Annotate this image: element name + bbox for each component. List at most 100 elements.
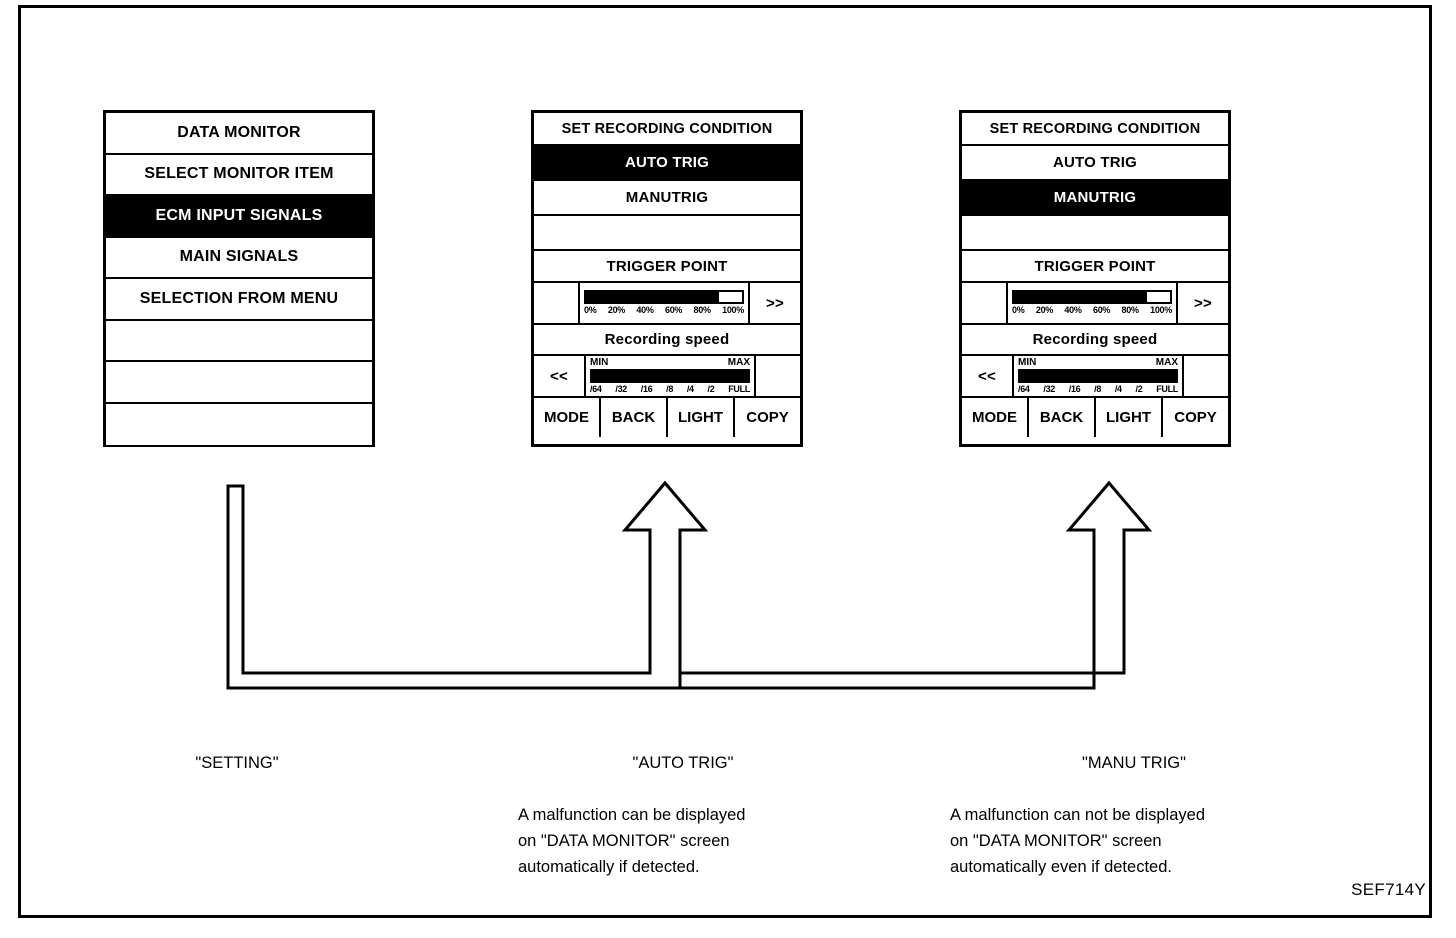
- panel-set-recording-condition-manu: SET RECORDING CONDITION AUTO TRIG MANUTR…: [959, 110, 1231, 447]
- trigger-point-row: 0% 20% 40% 60% 80% 100% >>: [962, 283, 1228, 325]
- trigger-point-label: TRIGGER POINT: [606, 257, 728, 275]
- trigger-point-next-button[interactable]: >>: [1176, 283, 1228, 323]
- trigger-point-next-button[interactable]: >>: [748, 283, 800, 323]
- figure-outer-frame: [18, 5, 1432, 918]
- menu-row-empty-1[interactable]: [106, 320, 372, 362]
- softkey-back[interactable]: BACK: [601, 398, 668, 437]
- recording-speed-track[interactable]: [590, 369, 750, 383]
- option-empty[interactable]: [962, 216, 1228, 251]
- menu-row-label: DATA MONITOR: [177, 123, 301, 141]
- trigger-point-ticks: 0% 20% 40% 60% 80% 100%: [584, 305, 744, 316]
- option-manu-trig[interactable]: MANUTRIG: [534, 181, 800, 216]
- tick-label: 0%: [1012, 305, 1025, 315]
- prev-icon: <<: [550, 367, 568, 385]
- softkey-light[interactable]: LIGHT: [668, 398, 735, 437]
- trigger-point-row: 0% 20% 40% 60% 80% 100% >>: [534, 283, 800, 325]
- max-label: MAX: [1155, 357, 1178, 368]
- tick-label: /4: [686, 384, 694, 394]
- panel-title: SET RECORDING CONDITION: [989, 120, 1201, 137]
- recording-speed-fill: [592, 371, 748, 381]
- menu-row-data-monitor[interactable]: DATA MONITOR: [106, 113, 372, 155]
- option-auto-trig[interactable]: AUTO TRIG: [534, 146, 800, 181]
- panel-title-bar: SET RECORDING CONDITION: [534, 113, 800, 146]
- next-icon: >>: [766, 294, 784, 312]
- recording-speed-right-pad: [754, 356, 800, 396]
- trigger-point-header: TRIGGER POINT: [534, 251, 800, 283]
- max-label: MAX: [727, 357, 750, 368]
- option-label: MANUTRIG: [1053, 189, 1137, 206]
- recording-speed-slider[interactable]: MIN MAX /64 /32 /16 /8 /4 /2 FULL: [586, 356, 754, 396]
- tick-label: 100%: [1150, 305, 1172, 315]
- tick-label: 40%: [1064, 305, 1082, 315]
- menu-row-empty-3[interactable]: [106, 403, 372, 445]
- option-label: AUTO TRIG: [624, 154, 710, 171]
- recording-speed-label: Recording speed: [604, 331, 730, 348]
- trigger-point-slider[interactable]: 0% 20% 40% 60% 80% 100%: [1008, 283, 1176, 323]
- option-label: MANUTRIG: [625, 189, 709, 206]
- tick-label: /32: [615, 384, 628, 394]
- softkey-light[interactable]: LIGHT: [1096, 398, 1163, 437]
- option-manu-trig[interactable]: MANUTRIG: [962, 181, 1228, 216]
- panel-title-bar: SET RECORDING CONDITION: [962, 113, 1228, 146]
- tick-label: /64: [1018, 384, 1030, 394]
- softkey-mode[interactable]: MODE: [534, 398, 601, 437]
- trigger-point-left-pad: [534, 283, 580, 323]
- recording-speed-endpoints: MIN MAX: [590, 357, 750, 368]
- trigger-point-left-pad: [962, 283, 1008, 323]
- tick-label: 60%: [1092, 305, 1111, 315]
- menu-row-main-signals[interactable]: MAIN SIGNALS: [106, 237, 372, 279]
- softkey-copy[interactable]: COPY: [1174, 409, 1217, 426]
- tick-label: 80%: [693, 305, 711, 315]
- tick-label: 20%: [1035, 305, 1053, 315]
- trigger-point-fill: [1014, 292, 1147, 302]
- softkey-copy[interactable]: COPY: [746, 409, 789, 426]
- recording-speed-row: << MIN MAX /64 /32 /16 /8 /4 /2 FULL: [534, 356, 800, 398]
- recording-speed-ticks: /64 /32 /16 /8 /4 /2 FULL: [1018, 384, 1178, 395]
- panel-title: SET RECORDING CONDITION: [561, 120, 773, 137]
- panel-data-monitor: DATA MONITOR SELECT MONITOR ITEM ECM INP…: [103, 110, 375, 447]
- next-icon: >>: [1194, 294, 1212, 312]
- menu-row-label: SELECTION FROM MENU: [139, 289, 339, 307]
- softkey-row: MODE BACK LIGHT COPY: [534, 398, 800, 437]
- recording-speed-header: Recording speed: [962, 325, 1228, 356]
- menu-row-label: ECM INPUT SIGNALS: [155, 206, 323, 224]
- trigger-point-slider[interactable]: 0% 20% 40% 60% 80% 100%: [580, 283, 748, 323]
- tick-label: FULL: [728, 384, 750, 394]
- trigger-point-track[interactable]: [1012, 290, 1172, 304]
- tick-label: FULL: [1156, 384, 1178, 394]
- recording-speed-track[interactable]: [1018, 369, 1178, 383]
- tick-label: 0%: [584, 305, 597, 315]
- softkey-mode[interactable]: MODE: [962, 398, 1029, 437]
- tick-label: /64: [590, 384, 602, 394]
- recording-speed-header: Recording speed: [534, 325, 800, 356]
- figure-reference-code: SEF714Y: [1351, 880, 1426, 899]
- softkey-back[interactable]: BACK: [1029, 398, 1096, 437]
- tick-label: 80%: [1121, 305, 1139, 315]
- trigger-point-fill: [586, 292, 719, 302]
- menu-row-select-monitor-item[interactable]: SELECT MONITOR ITEM: [106, 154, 372, 196]
- caption-heading: "AUTO TRIG": [632, 754, 734, 772]
- trigger-point-track[interactable]: [584, 290, 744, 304]
- caption-setting: "SETTING": [130, 724, 344, 828]
- recording-speed-fill: [1020, 371, 1176, 381]
- recording-speed-row: << MIN MAX /64 /32 /16 /8 /4 /2 FULL: [962, 356, 1228, 398]
- tick-label: /4: [1114, 384, 1122, 394]
- menu-row-ecm-input-signals[interactable]: ECM INPUT SIGNALS: [106, 196, 372, 238]
- tick-label: /16: [1068, 384, 1081, 394]
- menu-row-selection-from-menu[interactable]: SELECTION FROM MENU: [106, 279, 372, 321]
- menu-row-empty-2[interactable]: [106, 362, 372, 404]
- caption-heading: "MANU TRIG": [1082, 754, 1186, 772]
- tick-label: /8: [1094, 384, 1102, 394]
- recording-speed-slider[interactable]: MIN MAX /64 /32 /16 /8 /4 /2 FULL: [1014, 356, 1182, 396]
- trigger-point-ticks: 0% 20% 40% 60% 80% 100%: [1012, 305, 1172, 316]
- tick-label: 40%: [636, 305, 654, 315]
- trigger-point-label: TRIGGER POINT: [1034, 257, 1156, 275]
- recording-speed-label: Recording speed: [1032, 331, 1158, 348]
- recording-speed-right-pad: [1182, 356, 1228, 396]
- tick-label: /16: [640, 384, 653, 394]
- recording-speed-prev-button[interactable]: <<: [534, 356, 586, 396]
- option-auto-trig[interactable]: AUTO TRIG: [962, 146, 1228, 181]
- caption-manu-trig: "MANU TRIG" A malfunction can not be dis…: [950, 724, 1318, 880]
- recording-speed-prev-button[interactable]: <<: [962, 356, 1014, 396]
- option-empty[interactable]: [534, 216, 800, 251]
